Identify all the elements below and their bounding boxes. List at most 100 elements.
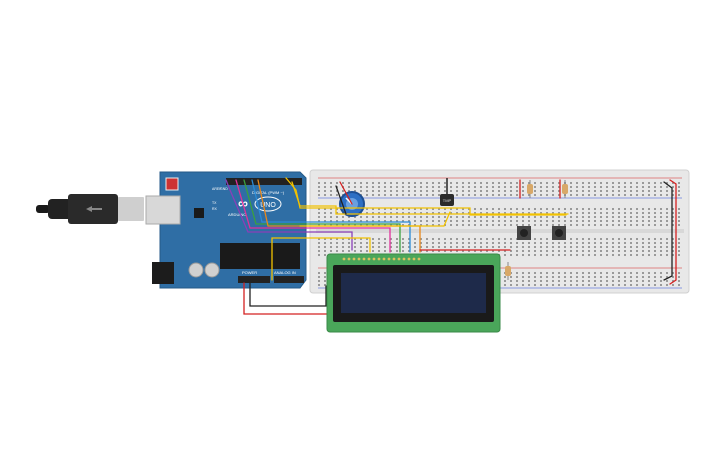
breadboard-hole <box>390 212 392 214</box>
breadboard-hole <box>366 250 368 252</box>
breadboard-hole <box>504 216 506 218</box>
lcd-16x2-module[interactable] <box>326 253 501 333</box>
wire-blue[interactable] <box>251 179 411 253</box>
breadboard-hole <box>408 216 410 218</box>
breadboard-hole <box>546 242 548 244</box>
breadboard-hole <box>474 208 476 210</box>
breadboard-hole <box>330 182 332 184</box>
breadboard-hole <box>588 276 590 278</box>
wire-pink[interactable] <box>235 179 391 253</box>
breadboard-hole <box>498 246 500 248</box>
breadboard-hole <box>558 194 560 196</box>
breadboard-hole <box>342 182 344 184</box>
wire-red-rail-jumper[interactable] <box>669 179 677 285</box>
breadboard-hole <box>546 220 548 222</box>
breadboard-hole <box>462 182 464 184</box>
breadboard-hole <box>324 190 326 192</box>
breadboard-hole <box>318 272 320 274</box>
breadboard-hole <box>678 220 680 222</box>
wire-black-rail-jumper[interactable] <box>663 181 673 281</box>
breadboard-hole <box>654 224 656 226</box>
wire-yellow-2[interactable] <box>291 181 569 215</box>
breadboard-hole <box>522 194 524 196</box>
breadboard-hole <box>564 246 566 248</box>
breadboard-hole <box>624 238 626 240</box>
temperature-sensor[interactable]: TMP <box>440 178 454 206</box>
breadboard-hole <box>630 280 632 282</box>
breadboard-hole <box>648 182 650 184</box>
breadboard-hole <box>456 246 458 248</box>
breadboard-hole <box>540 276 542 278</box>
breadboard-hole <box>540 284 542 286</box>
breadboard-hole <box>558 284 560 286</box>
breadboard-hole <box>444 186 446 188</box>
reset-button[interactable] <box>165 177 179 191</box>
breadboard-hole <box>612 276 614 278</box>
breadboard-hole <box>594 220 596 222</box>
breadboard-hole <box>486 212 488 214</box>
breadboard-hole <box>384 220 386 222</box>
breadboard-hole <box>468 182 470 184</box>
breadboard-hole <box>480 190 482 192</box>
breadboard-hole <box>624 182 626 184</box>
breadboard-hole <box>624 212 626 214</box>
breadboard-hole <box>414 216 416 218</box>
push-button-2-cap[interactable] <box>555 229 563 237</box>
arduino-uno-board[interactable]: ∞ UNO ARDUINO DIGITAL (PWM ~) POWER ANAL… <box>145 171 307 289</box>
breadboard-hole <box>576 182 578 184</box>
wire-black-pot[interactable] <box>335 185 347 215</box>
breadboard-hole <box>330 242 332 244</box>
push-button-1-cap[interactable] <box>520 229 528 237</box>
breadboard-hole <box>546 208 548 210</box>
breadboard-hole <box>642 238 644 240</box>
breadboard-hole <box>504 212 506 214</box>
breadboard-hole <box>402 182 404 184</box>
breadboard-hole <box>552 194 554 196</box>
push-button-2[interactable] <box>552 226 566 240</box>
resistor-1[interactable] <box>527 180 533 198</box>
breadboard-hole <box>534 182 536 184</box>
breadboard-hole <box>462 208 464 210</box>
wire-yellow-4[interactable] <box>299 211 451 227</box>
breadboard-hole <box>588 272 590 274</box>
breadboard-hole <box>372 224 374 226</box>
breadboard-hole <box>678 272 680 274</box>
breadboard-hole <box>534 280 536 282</box>
resistor-3[interactable] <box>505 262 511 280</box>
wire-green[interactable] <box>243 179 401 253</box>
lcd-pin <box>352 257 356 261</box>
breadboard-hole <box>318 182 320 184</box>
breadboard-hole <box>516 194 518 196</box>
breadboard-hole <box>636 250 638 252</box>
breadboard-hole <box>606 238 608 240</box>
breadboard-hole <box>486 250 488 252</box>
wire-black-power[interactable] <box>249 282 327 307</box>
breadboard-hole <box>318 246 320 248</box>
breadboard-hole <box>606 246 608 248</box>
breadboard-hole <box>516 242 518 244</box>
breadboard-hole <box>528 208 530 210</box>
wire-red-pot[interactable] <box>339 181 353 205</box>
breadboard-hole <box>672 284 674 286</box>
usb-b-port <box>145 195 181 225</box>
breadboard-hole <box>672 190 674 192</box>
usb-icon <box>86 206 102 212</box>
breadboard-hole <box>630 276 632 278</box>
breadboard-hole <box>336 224 338 226</box>
breadboard-hole <box>330 194 332 196</box>
breadboard-hole <box>354 186 356 188</box>
breadboard-hole <box>348 242 350 244</box>
resistor-2[interactable] <box>562 180 568 198</box>
usb-cable[interactable] <box>36 194 144 224</box>
breadboard-hole <box>540 224 542 226</box>
wire-yellow-3[interactable] <box>271 237 371 281</box>
breadboard-hole <box>600 272 602 274</box>
breadboard-hole <box>378 242 380 244</box>
breadboard-hole <box>660 250 662 252</box>
push-button-1[interactable] <box>517 226 531 240</box>
breadboard-hole <box>564 208 566 210</box>
breadboard-hole <box>378 190 380 192</box>
breadboard-hole <box>672 224 674 226</box>
breadboard-hole <box>630 284 632 286</box>
